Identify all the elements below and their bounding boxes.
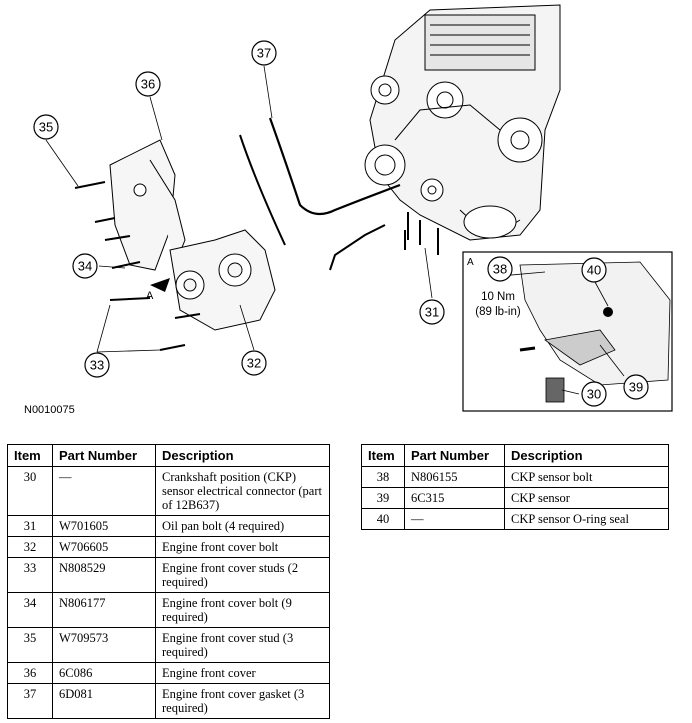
part-number-cell: N808529 [52, 557, 156, 593]
callout-40: 40 [581, 257, 607, 283]
engine-front-cover-lower [169, 229, 276, 331]
description-cell: Oil pan bolt (4 required) [155, 515, 330, 537]
item-cell: 34 [7, 592, 53, 628]
callout-30: 30 [581, 381, 607, 407]
part-number-cell: 6C086 [52, 662, 156, 684]
table-header-row: Item Part Number Description [7, 444, 330, 467]
item-cell: 37 [7, 683, 53, 719]
exploded-view-diagram: A A 10 Nm (89 lb-in) 30 31 32 33 [33, 4, 673, 412]
description-cell: Crankshaft position (CKP) sensor electri… [155, 466, 330, 516]
svg-text:40: 40 [587, 263, 601, 278]
callout-36: 36 [135, 71, 161, 97]
view-label: A [146, 290, 154, 302]
item-cell: 33 [7, 557, 53, 593]
callout-34: 34 [72, 253, 98, 279]
part-number-cell: N806155 [404, 466, 505, 488]
header-description: Description [155, 444, 330, 467]
part-number-cell: 6C315 [404, 487, 505, 509]
svg-text:33: 33 [90, 358, 104, 373]
front-cover-gasket-lower [239, 134, 286, 246]
table-row: 30—Crankshaft position (CKP) sensor elec… [7, 466, 330, 516]
svg-text:32: 32 [247, 356, 261, 371]
parts-table-left: Item Part Number Description 30—Cranksha… [7, 444, 330, 719]
part-number-cell: W709573 [52, 627, 156, 663]
svg-text:34: 34 [78, 259, 92, 274]
header-description: Description [504, 444, 669, 467]
oil-pan-gasket [329, 224, 386, 271]
svg-text:37: 37 [257, 46, 271, 61]
figure-id: N0010075 [24, 404, 75, 416]
table-row: 40—CKP sensor O-ring seal [361, 508, 669, 530]
item-cell: 32 [7, 536, 53, 558]
description-cell: Engine front cover bolt (9 required) [155, 592, 330, 628]
description-cell: CKP sensor bolt [504, 466, 669, 488]
engine-illustration [364, 4, 561, 241]
detail-view-a: A 10 Nm (89 lb-in) [462, 251, 673, 412]
description-cell: Engine front cover studs (2 required) [155, 557, 330, 593]
callout-39: 39 [623, 374, 649, 400]
callout-31: 31 [419, 299, 445, 325]
svg-text:30: 30 [587, 387, 601, 402]
description-cell: Engine front cover bolt [155, 536, 330, 558]
item-cell: 31 [7, 515, 53, 537]
svg-text:39: 39 [629, 380, 643, 395]
item-cell: 36 [7, 662, 53, 684]
header-item: Item [7, 444, 53, 467]
part-number-cell: W706605 [52, 536, 156, 558]
item-cell: 38 [361, 466, 405, 488]
part-number-cell: — [52, 466, 156, 516]
description-cell: Engine front cover stud (3 required) [155, 627, 330, 663]
description-cell: CKP sensor [504, 487, 669, 509]
header-part-number: Part Number [52, 444, 156, 467]
leader-lines [45, 65, 433, 353]
svg-text:38: 38 [493, 262, 507, 277]
description-cell: Engine front cover gasket (3 required) [155, 683, 330, 719]
torque-metric: 10 Nm [481, 291, 515, 303]
svg-text:31: 31 [425, 305, 439, 320]
description-cell: CKP sensor O-ring seal [504, 508, 669, 530]
table-header-row: Item Part Number Description [361, 444, 669, 467]
item-cell: 35 [7, 627, 53, 663]
callout-38: 38 [487, 256, 513, 282]
callout-32: 32 [241, 350, 267, 376]
header-item: Item [361, 444, 405, 467]
item-cell: 30 [7, 466, 53, 516]
item-cell: 40 [361, 508, 405, 530]
front-cover-gasket [268, 117, 401, 216]
view-arrow [150, 278, 170, 292]
callout-37: 37 [251, 40, 277, 66]
svg-text:35: 35 [39, 120, 53, 135]
inset-label: A [467, 257, 474, 268]
header-part-number: Part Number [404, 444, 505, 467]
item-cell: 39 [361, 487, 405, 509]
torque-imperial: (89 lb-in) [475, 306, 521, 318]
callout-35: 35 [33, 114, 59, 140]
description-cell: Engine front cover [155, 662, 330, 684]
part-number-cell: N806177 [52, 592, 156, 628]
part-number-cell: 6D081 [52, 683, 156, 719]
part-number-cell: W701605 [52, 515, 156, 537]
svg-text:36: 36 [141, 77, 155, 92]
part-number-cell: — [404, 508, 505, 530]
callout-33: 33 [84, 352, 110, 378]
